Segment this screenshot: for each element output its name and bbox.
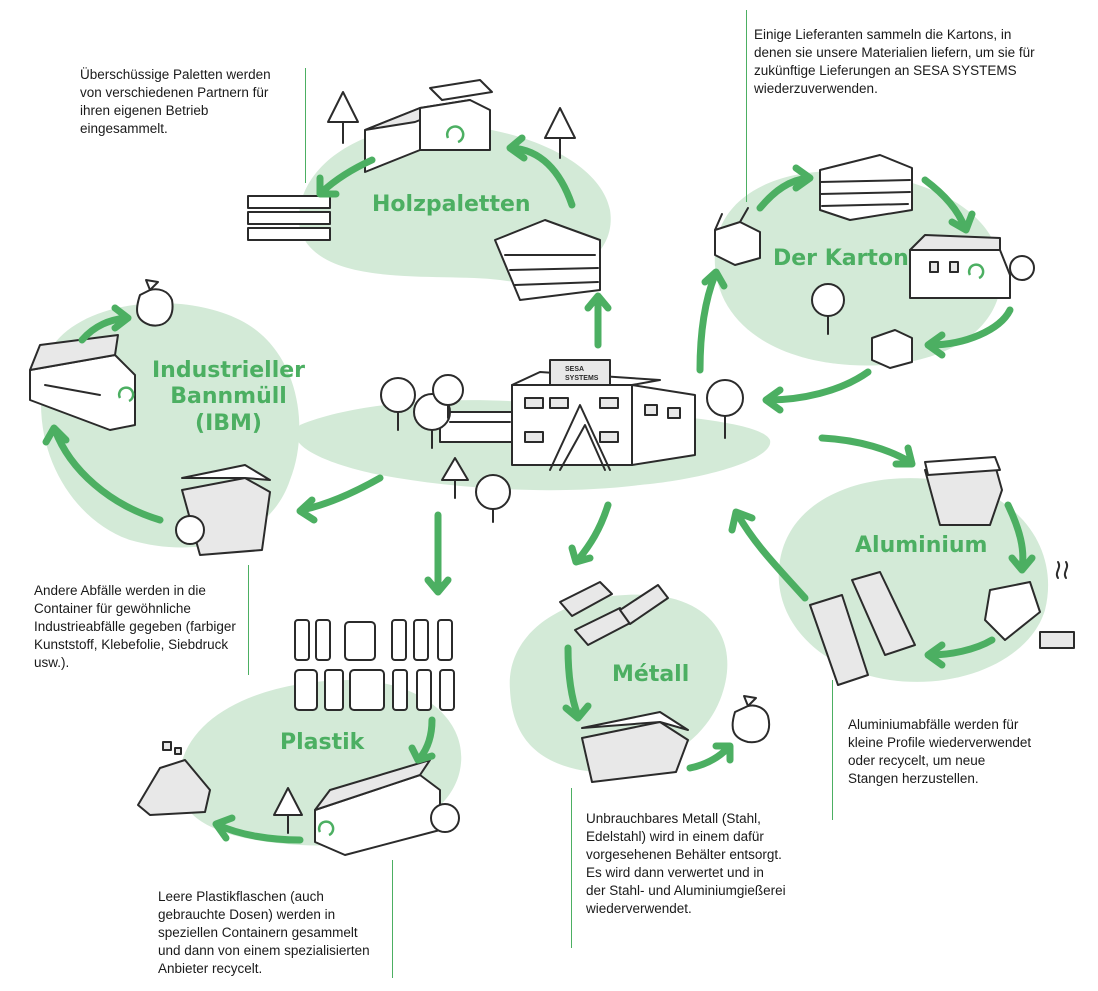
open-box-icon	[714, 207, 761, 266]
metall-note-line	[571, 788, 572, 948]
arrow-icon	[926, 306, 1014, 349]
plastik-factory-icon	[314, 759, 460, 856]
arrow-icon	[564, 644, 582, 720]
karton-note-line	[746, 10, 747, 202]
plastic-bottles-icon	[294, 619, 455, 711]
arrow-icon	[921, 176, 969, 232]
trash-bag-icon	[136, 279, 174, 327]
arrow-icon	[508, 144, 576, 209]
holzpaletten-label: Holzpaletten	[372, 192, 531, 217]
plastik-note: Leere Plastikflaschen (auch gebrauchte D…	[158, 889, 370, 976]
pine-tree-icon	[327, 91, 576, 159]
metall-note: Unbrauchbares Metall (Stahl, Edelstahl) …	[586, 811, 786, 916]
aluminium-label: Aluminium	[855, 533, 988, 558]
metall-label: Métall	[612, 662, 690, 687]
arrow-icon	[696, 271, 719, 374]
plastik-label: Plastik	[280, 730, 365, 755]
aluminium-note-line	[832, 680, 833, 820]
ibm-label-line3: (IBM)	[195, 410, 262, 436]
arrow-icon	[926, 636, 996, 659]
karton-blob	[714, 171, 1002, 366]
holzpaletten-note-line	[305, 68, 306, 183]
pine-tree-icon	[273, 787, 303, 834]
ibm-label-line1: Industrieller	[152, 358, 306, 383]
arrow-icon	[298, 474, 384, 514]
wood-factory-icon	[364, 79, 493, 173]
aluminium-note: Aluminiumabfälle werden für kleine Profi…	[848, 717, 1032, 786]
karton-note: Einige Lieferanten sammeln die Kartons, …	[754, 27, 1035, 96]
arrow-icon	[51, 426, 164, 524]
pallet-stack-icon	[247, 195, 601, 301]
arrow-icon	[78, 314, 129, 344]
aluminium-bin-icon	[924, 456, 1003, 526]
arrow-icon	[1004, 501, 1027, 572]
arrow-icon	[686, 744, 732, 772]
metal-bars-icon	[559, 581, 669, 646]
arrow-icon	[214, 821, 304, 844]
arrow-icon	[574, 501, 612, 564]
ibm-factory-icon	[29, 334, 136, 431]
karton-factory-icon	[909, 234, 1035, 299]
metal-container-icon	[581, 711, 689, 783]
ibm-note-line	[248, 565, 249, 675]
ibm-note: Andere Abfälle werden in die Container f…	[34, 583, 236, 670]
arrow-icon	[764, 368, 872, 404]
metall-blob	[509, 594, 728, 772]
logo-line2: SYSTEMS	[565, 375, 599, 382]
holzpaletten-note: Überschüssige Paletten werden von versch…	[80, 67, 271, 136]
plastik-note-line	[392, 860, 393, 978]
melting-pot-icon	[984, 561, 1075, 649]
arrow-icon	[818, 434, 914, 466]
arrow-icon	[734, 511, 809, 602]
sesa-factory: SESA SYSTEMS	[439, 359, 696, 471]
tree-icon	[811, 283, 845, 335]
karton-label: Der Karton	[773, 246, 909, 271]
trash-bag-icon	[731, 695, 770, 744]
plastic-shred-pile-icon	[137, 741, 211, 816]
waste-container-icon	[175, 464, 271, 556]
arrow-icon	[318, 156, 376, 196]
closed-box-icon	[871, 329, 913, 369]
ibm-label: Industrieller Bannmüll (IBM)	[152, 358, 305, 437]
tree-icon	[380, 374, 744, 523]
ibm-label-line2: Bannmüll	[170, 384, 287, 410]
flow-arrows	[42, 134, 1036, 844]
logo-line1: SESA	[565, 366, 584, 373]
aluminium-profiles-icon	[809, 571, 916, 686]
cardboard-stack-icon	[819, 154, 913, 221]
